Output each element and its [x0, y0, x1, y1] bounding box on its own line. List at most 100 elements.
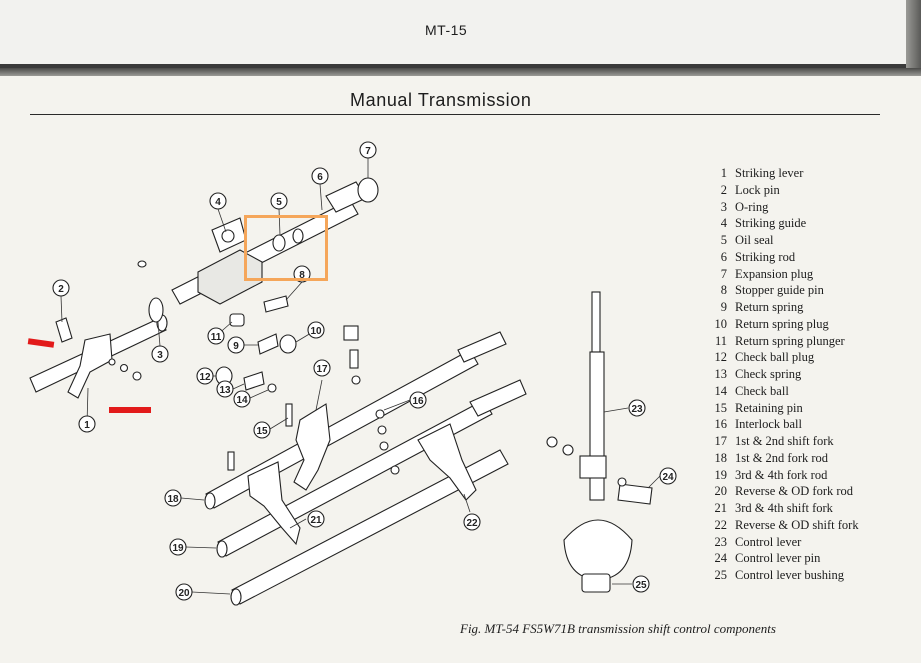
svg-text:20: 20 — [178, 588, 190, 599]
callout-6: 6 — [311, 167, 329, 185]
callout-13: 13 — [216, 380, 234, 398]
callout-20: 20 — [175, 583, 193, 601]
fork-rod-20 — [230, 449, 509, 606]
previous-page-strip: MT-15 — [0, 0, 906, 68]
svg-text:17: 17 — [316, 364, 328, 375]
red-marker-bottom — [109, 407, 151, 413]
shift-rod-end — [457, 331, 507, 363]
legend-number: 1 — [720, 166, 727, 180]
legend-number: 3 — [720, 199, 727, 214]
legend-number: 14 — [714, 383, 728, 398]
callout-12: 12 — [196, 367, 214, 385]
legend-label: 1st & 2nd shift fork — [735, 434, 834, 448]
expansion-plug-part — [357, 177, 379, 203]
callout-4: 4 — [209, 192, 227, 210]
callout-11: 11 — [207, 327, 225, 345]
svg-text:1: 1 — [84, 420, 90, 431]
legend-label: Check spring — [735, 367, 802, 381]
callout-17: 17 — [313, 359, 331, 377]
legend-row: 15 Retaining pin — [703, 400, 859, 417]
striking-lever-part — [29, 314, 168, 399]
callout-1: 1 — [78, 415, 96, 433]
svg-text:23: 23 — [631, 404, 643, 415]
svg-text:12: 12 — [199, 372, 211, 383]
page-code: MT-15 — [425, 22, 468, 38]
legend-label: Oil seal — [735, 233, 774, 247]
callout-19: 19 — [169, 538, 187, 556]
lock-pin-part — [55, 317, 73, 343]
callout-22: 22 — [463, 513, 481, 531]
svg-text:6: 6 — [317, 172, 323, 183]
svg-text:11: 11 — [211, 332, 222, 343]
legend-row: 14 Check ball — [703, 383, 859, 400]
svg-text:21: 21 — [310, 515, 322, 526]
svg-text:13: 13 — [219, 385, 231, 396]
callout-3: 3 — [151, 345, 169, 363]
shift-fork-17 — [293, 403, 331, 491]
callout-10: 10 — [307, 321, 325, 339]
legend-label: Retaining pin — [735, 400, 803, 415]
svg-text:22: 22 — [466, 518, 478, 529]
legend-label: Striking guide — [735, 216, 807, 231]
legend-label: Return spring plug — [735, 316, 829, 331]
figure-caption: Fig. MT-54 FS5W71B transmission shift co… — [460, 621, 776, 636]
legend-label: 3rd & 4th fork rod — [735, 467, 828, 482]
legend-row: 16 Interlock ball — [703, 416, 859, 433]
page-edge-shadow — [906, 0, 921, 72]
svg-text:9: 9 — [233, 341, 239, 352]
legend-label: Interlock ball — [735, 417, 802, 432]
legend-label: Expansion plug — [735, 266, 814, 281]
legend-label: Reverse & OD fork rod — [735, 484, 854, 499]
legend-label: Control lever bushing — [735, 568, 845, 582]
legend-row: 17 1st & 2nd shift fork — [703, 433, 859, 450]
callout-9: 9 — [227, 336, 245, 354]
svg-text:18: 18 — [167, 494, 179, 505]
legend-number: 25 — [714, 568, 728, 582]
legend-number: 16 — [714, 417, 728, 432]
svg-text:10: 10 — [310, 326, 322, 337]
svg-text:19: 19 — [172, 543, 184, 554]
legend-label: Control lever — [735, 534, 802, 549]
shift-fork-22 — [417, 379, 527, 501]
svg-text:5: 5 — [276, 197, 282, 208]
svg-text:15: 15 — [256, 426, 268, 437]
legend-label: Check ball — [735, 383, 789, 398]
callout-25: 25 — [632, 575, 650, 593]
legend-row: 10 Return spring plug — [703, 316, 859, 333]
legend-number: 15 — [714, 400, 728, 415]
legend-number: 12 — [714, 350, 728, 365]
legend-number: 18 — [714, 450, 728, 465]
shift-fork-21 — [247, 461, 301, 546]
svg-text:14: 14 — [236, 395, 248, 406]
legend-label: Lock pin — [735, 182, 780, 197]
legend-number: 10 — [714, 316, 728, 331]
legend-label: Check ball plug — [735, 350, 815, 365]
control-lever-part — [579, 291, 607, 501]
legend-row: 2 Lock pin — [703, 182, 859, 199]
legend-number: 17 — [714, 434, 728, 448]
small-balls — [108, 358, 142, 381]
legend-number: 2 — [720, 182, 727, 197]
svg-text:3: 3 — [157, 350, 163, 361]
legend-label: 1st & 2nd fork rod — [735, 450, 829, 465]
legend-number: 24 — [714, 551, 728, 566]
legend-label: Stopper guide pin — [735, 283, 824, 298]
svg-text:7: 7 — [365, 146, 371, 157]
callout-15: 15 — [253, 421, 271, 439]
legend-number: 19 — [714, 467, 728, 482]
